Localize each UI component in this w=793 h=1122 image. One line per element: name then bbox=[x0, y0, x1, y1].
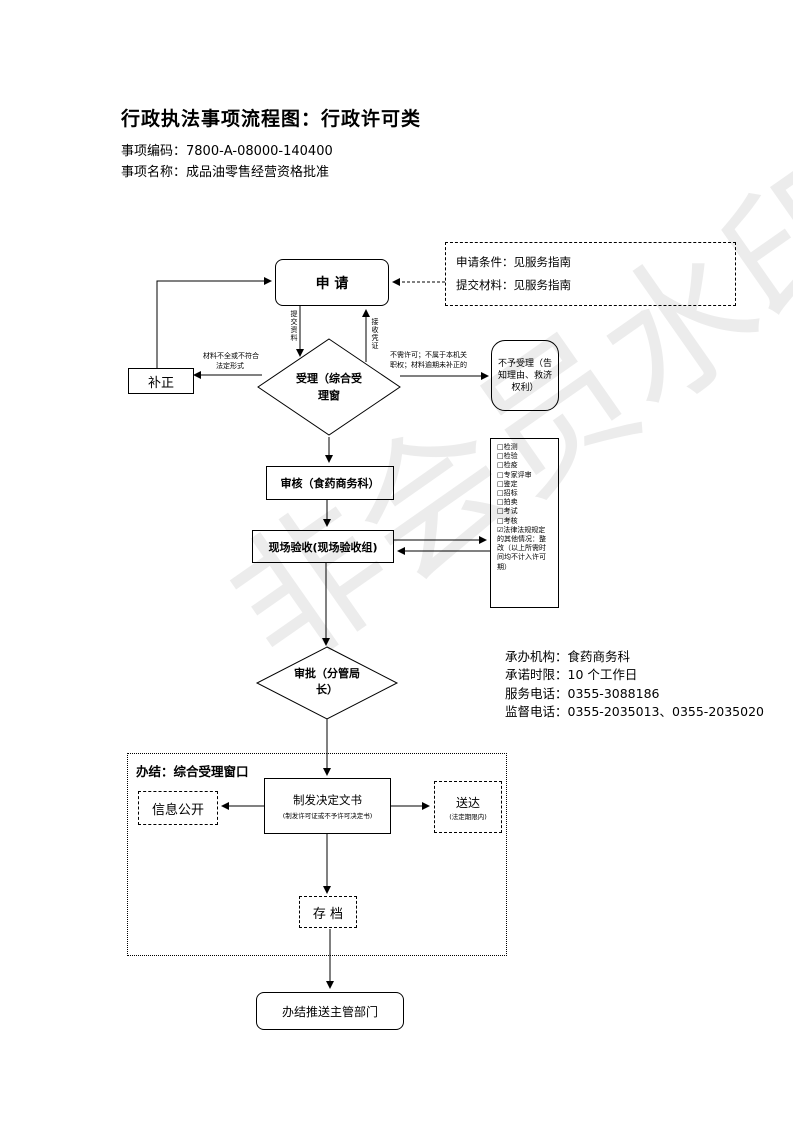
conditions-text: 申请条件：见服务指南 bbox=[456, 255, 571, 269]
decision-box: 制发决定文书 (制发许可证或不予许可决定书) bbox=[264, 778, 391, 834]
review-label: 审核（食药商务科） bbox=[280, 477, 380, 490]
info-org: 承办机构：食药商务科 bbox=[505, 649, 631, 664]
apply-box: 申 请 bbox=[275, 259, 389, 306]
info-supervise-tel: 监督电话：0355-2035013、0355-2035020 bbox=[505, 704, 764, 719]
apply-label: 申 请 bbox=[315, 275, 349, 292]
disclose-box: 信息公开 bbox=[138, 791, 218, 825]
checklist-item: □专家评审 bbox=[497, 470, 532, 479]
checklist-item: □考试 bbox=[497, 507, 518, 516]
reject-label: 不予受理（告知理由、救济权利） bbox=[498, 358, 553, 393]
info-time: 承诺时限：10 个工作日 bbox=[505, 667, 638, 682]
checklist-item: □拍卖 bbox=[497, 498, 518, 507]
reject-condition-2: 职权；材料逾期未补正的 bbox=[390, 361, 467, 369]
item-name: 事项名称：成品油零售经营资格批准 bbox=[121, 165, 330, 180]
decision-note: (制发许可证或不予许可决定书) bbox=[282, 812, 373, 820]
decision-label: 制发决定文书 bbox=[293, 793, 362, 807]
supplement-condition-1: 材料不全或不符合 bbox=[203, 352, 259, 360]
checklist-item: □检测 bbox=[497, 443, 518, 451]
checklist-item: □检疫 bbox=[497, 461, 518, 470]
completion-group bbox=[127, 753, 507, 956]
disclose-label: 信息公开 bbox=[151, 802, 204, 818]
deliver-label: 送达 bbox=[455, 795, 480, 810]
deliver-note: (法定期限内) bbox=[449, 812, 487, 821]
inspect-box: 现场验收(现场验收组) bbox=[252, 530, 394, 563]
page-title: 行政执法事项流程图：行政许可类 bbox=[121, 108, 422, 130]
supplement-condition-2: 法定形式 bbox=[216, 362, 244, 370]
submit-label: 提交资料 bbox=[290, 310, 298, 342]
reject-box: 不予受理（告知理由、救济权利） bbox=[491, 340, 559, 411]
completion-title: 办结：综合受理窗口 bbox=[136, 764, 249, 779]
materials-text: 提交材料：见服务指南 bbox=[456, 278, 571, 292]
info-service-tel: 服务电话：0355-3088186 bbox=[505, 686, 660, 701]
deliver-box: 送达 (法定期限内) bbox=[434, 781, 502, 833]
approve-label: 审批（分管局长） bbox=[294, 667, 360, 696]
checklist-item: ☑法律法规规定的其他情况：整改（以上所需时间均不计入许可期） bbox=[497, 525, 546, 571]
inspect-label: 现场验收(现场验收组) bbox=[268, 540, 378, 554]
supplement-label: 补正 bbox=[147, 375, 174, 391]
checklist-item: □考核 bbox=[497, 516, 518, 525]
checklist-item: □鉴定 bbox=[497, 479, 518, 488]
requirements-box: 申请条件：见服务指南 提交材料：见服务指南 bbox=[445, 242, 736, 306]
archive-box: 存 档 bbox=[299, 896, 357, 928]
reject-condition-1: 不需许可；不属于本机关 bbox=[390, 351, 467, 359]
checklist-item: □检验 bbox=[497, 452, 518, 461]
supplement-box: 补正 bbox=[128, 368, 194, 394]
archive-label: 存 档 bbox=[312, 906, 344, 922]
inspection-checklist: □检测 □检验 □检疫 □专家评审 □鉴定 □招标 □拍卖 □考试 □考核 ☑法… bbox=[490, 438, 559, 608]
checklist-item: □招标 bbox=[497, 489, 518, 498]
push-label: 办结推送主管部门 bbox=[281, 1004, 378, 1019]
accept-label: 受理（综合受理窗 bbox=[296, 372, 362, 402]
push-box: 办结推送主管部门 bbox=[256, 992, 404, 1030]
review-box: 审核（食药商务科） bbox=[266, 466, 394, 500]
receipt-label: 接收凭证 bbox=[371, 318, 379, 350]
item-code: 事项编码：7800-A-08000-140400 bbox=[121, 144, 333, 159]
